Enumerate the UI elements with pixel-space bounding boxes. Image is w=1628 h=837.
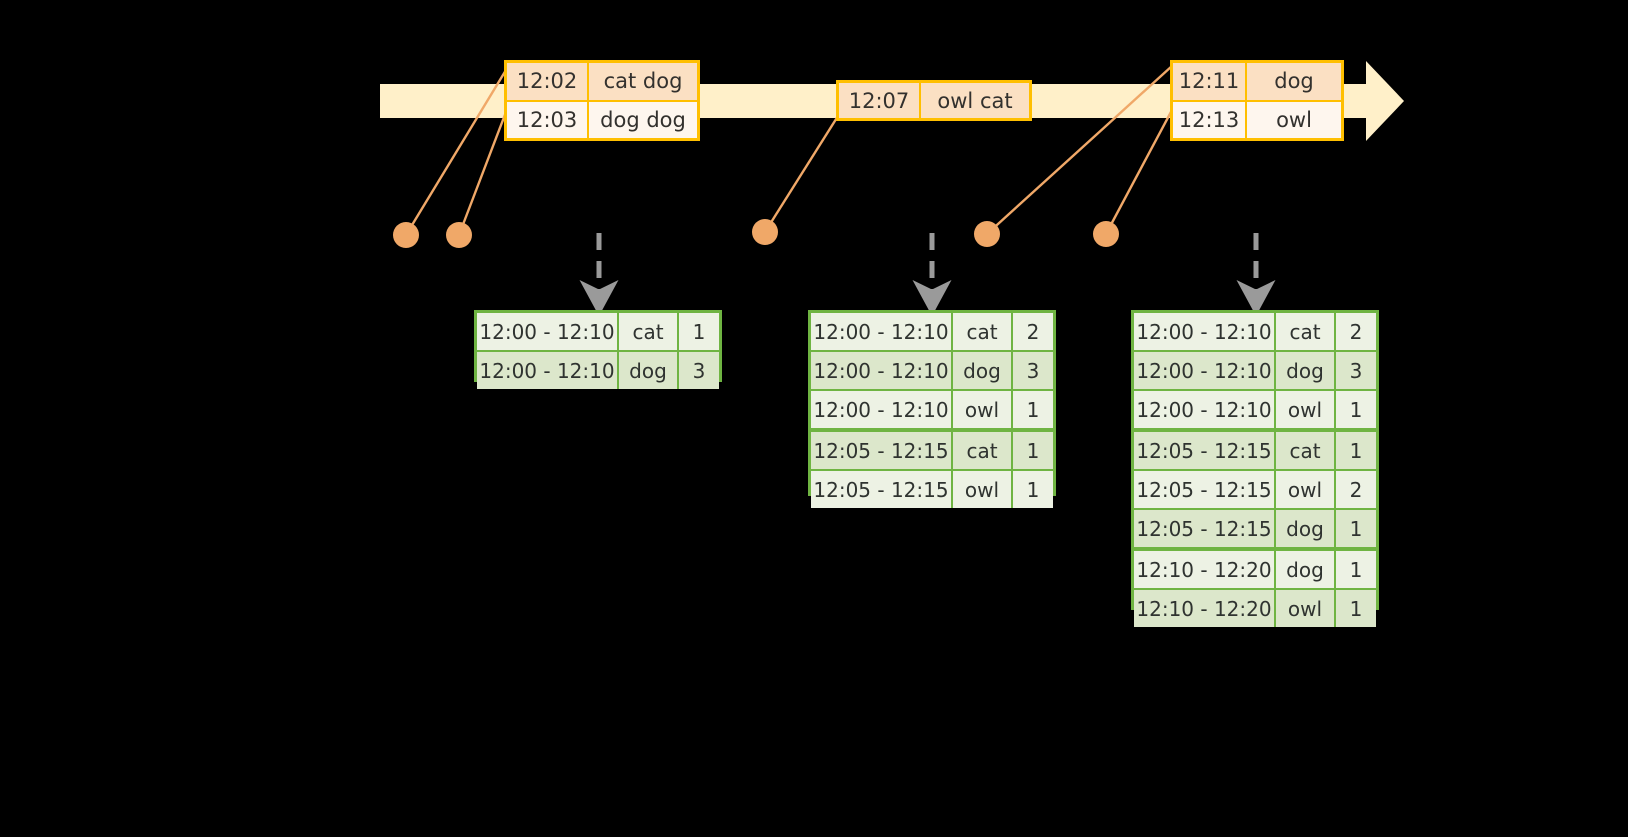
connector-dot-4 <box>974 221 1000 247</box>
table-row[interactable]: 12:00 - 12:10 dog 3 <box>811 350 1053 389</box>
cell-key: cat <box>953 432 1013 469</box>
cell-window: 12:00 - 12:10 <box>811 313 953 350</box>
cell-count: 2 <box>1336 471 1376 508</box>
agg-table-1[interactable]: 12:00 - 12:10 cat 1 12:00 - 12:10 dog 3 <box>474 310 722 389</box>
table-row[interactable]: 12:00 - 12:10 cat 2 <box>1134 313 1376 350</box>
cell-window: 12:05 - 12:15 <box>811 471 953 508</box>
event-time: 12:07 <box>839 83 921 118</box>
cell-count: 1 <box>1336 551 1376 588</box>
cell-key: dog <box>619 352 679 389</box>
cell-key: owl <box>1276 590 1336 627</box>
timeline-event-row[interactable]: 12:07 owl cat <box>839 83 1029 118</box>
cell-window: 12:10 - 12:20 <box>1134 551 1276 588</box>
cell-count: 1 <box>1336 510 1376 547</box>
connector-dot-3 <box>752 219 778 245</box>
cell-key: owl <box>953 391 1013 428</box>
connector-dot-5 <box>1093 221 1119 247</box>
cell-key: cat <box>619 313 679 350</box>
timeline-event-row[interactable]: 12:03 dog dog <box>507 99 697 138</box>
agg-table-3[interactable]: 12:00 - 12:10 cat 2 12:00 - 12:10 dog 3 … <box>1131 310 1379 627</box>
table-row[interactable]: 12:05 - 12:15 dog 1 <box>1134 508 1376 547</box>
table-row[interactable]: 12:00 - 12:10 dog 3 <box>1134 350 1376 389</box>
cell-count: 2 <box>1013 313 1053 350</box>
cell-window: 12:05 - 12:15 <box>1134 510 1276 547</box>
event-value: dog dog <box>589 101 697 138</box>
cell-count: 1 <box>1013 391 1053 428</box>
cell-window: 12:00 - 12:10 <box>811 391 953 428</box>
timeline-event-row[interactable]: 12:13 owl <box>1173 99 1341 138</box>
cell-count: 2 <box>1336 313 1376 350</box>
table-row[interactable]: 12:00 - 12:10 owl 1 <box>1134 389 1376 428</box>
event-time: 12:13 <box>1173 101 1247 138</box>
table-row[interactable]: 12:05 - 12:15 owl 1 <box>811 469 1053 508</box>
cell-window: 12:05 - 12:15 <box>1134 432 1276 469</box>
table-row[interactable]: 12:00 - 12:10 cat 1 <box>477 313 719 350</box>
table-row[interactable]: 12:05 - 12:15 cat 1 <box>811 428 1053 469</box>
connector-dots <box>393 219 1119 248</box>
cell-window: 12:00 - 12:10 <box>1134 313 1276 350</box>
cell-window: 12:00 - 12:10 <box>1134 352 1276 389</box>
cell-count: 3 <box>1013 352 1053 389</box>
cell-key: owl <box>953 471 1013 508</box>
cell-key: owl <box>1276 471 1336 508</box>
table-row[interactable]: 12:10 - 12:20 owl 1 <box>1134 588 1376 627</box>
cell-count: 1 <box>1336 391 1376 428</box>
cell-window: 12:00 - 12:10 <box>477 352 619 389</box>
cell-key: dog <box>1276 510 1336 547</box>
connector-dot-1 <box>393 222 419 248</box>
timeline-event-group-1[interactable]: 12:02 cat dog 12:03 dog dog <box>504 60 700 141</box>
timeline-event-group-3[interactable]: 12:11 dog 12:13 owl <box>1170 60 1344 141</box>
cell-count: 3 <box>1336 352 1376 389</box>
cell-key: dog <box>953 352 1013 389</box>
table-row[interactable]: 12:00 - 12:10 cat 2 <box>811 313 1053 350</box>
event-time: 12:02 <box>507 63 589 100</box>
event-time: 12:03 <box>507 101 589 138</box>
cell-count: 1 <box>1336 590 1376 627</box>
agg-table-2[interactable]: 12:00 - 12:10 cat 2 12:00 - 12:10 dog 3 … <box>808 310 1056 508</box>
table-row[interactable]: 12:05 - 12:15 cat 1 <box>1134 428 1376 469</box>
cell-count: 1 <box>1013 471 1053 508</box>
cell-count: 1 <box>1336 432 1376 469</box>
cell-window: 12:00 - 12:10 <box>811 352 953 389</box>
event-value: cat dog <box>589 63 697 100</box>
cell-count: 3 <box>679 352 719 389</box>
event-time: 12:11 <box>1173 63 1247 100</box>
cell-key: cat <box>1276 432 1336 469</box>
cell-key: dog <box>1276 551 1336 588</box>
cell-key: dog <box>1276 352 1336 389</box>
cell-count: 1 <box>1013 432 1053 469</box>
event-value: owl <box>1247 101 1341 138</box>
connector-dot-2 <box>446 222 472 248</box>
cell-window: 12:05 - 12:15 <box>811 432 953 469</box>
timeline-event-row[interactable]: 12:11 dog <box>1173 63 1341 100</box>
cell-window: 12:00 - 12:10 <box>1134 391 1276 428</box>
table-row[interactable]: 12:10 - 12:20 dog 1 <box>1134 547 1376 588</box>
table-row[interactable]: 12:00 - 12:10 owl 1 <box>811 389 1053 428</box>
cell-key: cat <box>1276 313 1336 350</box>
cell-window: 12:05 - 12:15 <box>1134 471 1276 508</box>
table-row[interactable]: 12:05 - 12:15 owl 2 <box>1134 469 1376 508</box>
cell-key: cat <box>953 313 1013 350</box>
event-value: owl cat <box>921 83 1029 118</box>
table-row[interactable]: 12:00 - 12:10 dog 3 <box>477 350 719 389</box>
emit-arrows <box>579 233 1276 316</box>
cell-window: 12:10 - 12:20 <box>1134 590 1276 627</box>
cell-count: 1 <box>679 313 719 350</box>
event-value: dog <box>1247 63 1341 100</box>
timeline-event-row[interactable]: 12:02 cat dog <box>507 63 697 100</box>
timeline-event-group-2[interactable]: 12:07 owl cat <box>836 80 1032 121</box>
cell-key: owl <box>1276 391 1336 428</box>
cell-window: 12:00 - 12:10 <box>477 313 619 350</box>
